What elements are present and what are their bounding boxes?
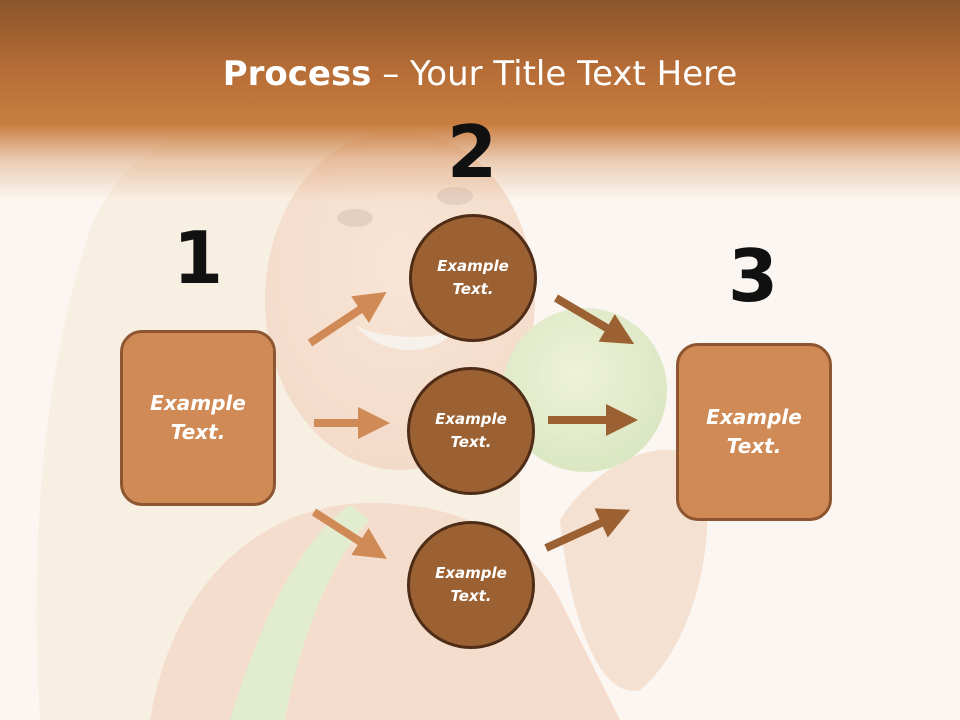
step-1-box[interactable]: Example Text. — [120, 330, 276, 506]
step-2-circle-bottom-text: Example Text. — [435, 564, 507, 605]
arrow-2-to-3-top — [553, 294, 635, 345]
step-number-2: 2 — [446, 110, 498, 194]
title-rest: – Your Title Text Here — [371, 54, 738, 94]
step-number-3: 3 — [727, 234, 779, 318]
arrow-1-to-2-bottom — [311, 508, 387, 559]
step-2-circle-middle[interactable]: Example Text. — [407, 367, 535, 495]
step-3-box[interactable]: Example Text. — [676, 343, 832, 521]
arrow-1-to-2-top — [307, 291, 387, 347]
arrow-2-to-3-bottom — [544, 508, 631, 552]
title-bold: Process — [222, 54, 372, 94]
step-2-circle-middle-text: Example Text. — [435, 410, 507, 451]
step-2-circle-bottom[interactable]: Example Text. — [407, 521, 535, 649]
step-1-text: Example Text. — [150, 391, 246, 444]
step-2-circle-top[interactable]: Example Text. — [409, 214, 537, 342]
step-2-circle-top-text: Example Text. — [437, 257, 509, 298]
title-banner — [0, 0, 960, 200]
step-3-text: Example Text. — [706, 405, 802, 458]
step-number-1: 1 — [172, 216, 224, 300]
slide-title[interactable]: Process – Your Title Text Here — [0, 52, 960, 96]
